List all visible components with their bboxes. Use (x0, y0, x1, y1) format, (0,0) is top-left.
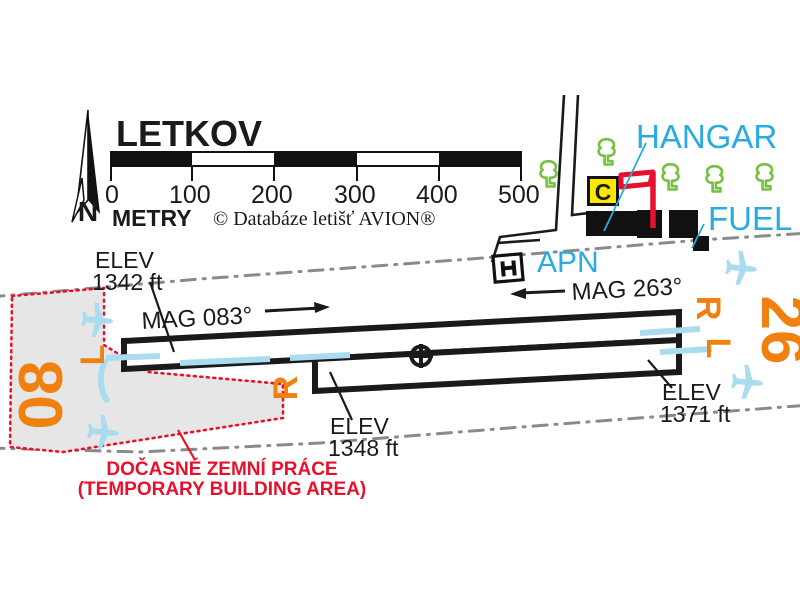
elev-label: ELEV (662, 379, 721, 405)
sign-c-label: C (595, 179, 612, 205)
mag-263-arrow (510, 288, 566, 299)
elev-1342: ELEV 1342 ft (92, 247, 163, 295)
scale-tick-0: 0 (105, 181, 119, 209)
apron-stand-symbol (491, 252, 525, 284)
mag-083-arrow (264, 302, 330, 313)
building-3 (669, 210, 698, 238)
north-arrow: N (71, 109, 100, 227)
leader-lines-cyan (603, 142, 705, 249)
notice-line-1: DOČASNÉ ZEMNÍ PRÁCE (106, 458, 337, 480)
building-hangar-main (586, 211, 647, 236)
elev-label: ELEV (330, 413, 389, 439)
taxiway-sign-c[interactable]: C (587, 176, 619, 206)
aerodrome-boundary (0, 232, 800, 454)
building-fuel (693, 236, 709, 251)
buildings (586, 210, 709, 251)
apn-label: APN (537, 246, 599, 279)
notice-line-2: (TEMPORARY BUILDING AREA) (78, 479, 367, 500)
elev-label: ELEV (95, 247, 154, 273)
temporary-building-area (8, 286, 285, 454)
elev-value: 1371 ft (660, 401, 731, 427)
side-marker-west-L: L (74, 345, 112, 366)
scale-tick-500: 500 (498, 181, 540, 209)
runway-08R-26L[interactable] (312, 336, 682, 395)
elev-1348: ELEV 1348 ft (328, 413, 399, 461)
page-title: LETKOV (116, 113, 262, 154)
leader-lines (148, 281, 673, 421)
elev-value: 1342 ft (92, 269, 163, 295)
scale-unit-label: METRY (112, 205, 192, 231)
elev-value: 1348 ft (328, 435, 399, 461)
building-2 (637, 210, 662, 238)
leader-line-notice (177, 429, 196, 461)
scale-tick-400: 400 (416, 181, 458, 209)
traffic-pattern-aircraft (80, 249, 765, 451)
mag-083-label: MAG 083° (141, 302, 253, 335)
scale-tick-100: 100 (169, 181, 211, 209)
mag-263-label: MAG 263° (571, 273, 683, 306)
side-marker-west-R: R (267, 376, 305, 401)
aerodrome-reference-point-icon (409, 344, 433, 368)
fuel-label: FUEL (708, 200, 792, 237)
copyright-notice: © Databáze letišť AVION® (213, 208, 435, 230)
windsock-icon (618, 169, 656, 228)
north-label: N (78, 196, 98, 227)
runway-designator-26: 26 (748, 296, 800, 365)
elev-1371: ELEV 1371 ft (660, 379, 731, 427)
scale-bar: 0 100 200 300 400 500 METRY (105, 151, 540, 231)
scale-tick-200: 200 (251, 181, 293, 209)
scale-tick-300: 300 (334, 181, 376, 209)
side-marker-east-L: L (699, 338, 737, 359)
side-marker-east-R: R (689, 296, 727, 321)
hangar-label: HANGAR (636, 118, 777, 155)
runway-designator-08: 08 (7, 361, 76, 430)
